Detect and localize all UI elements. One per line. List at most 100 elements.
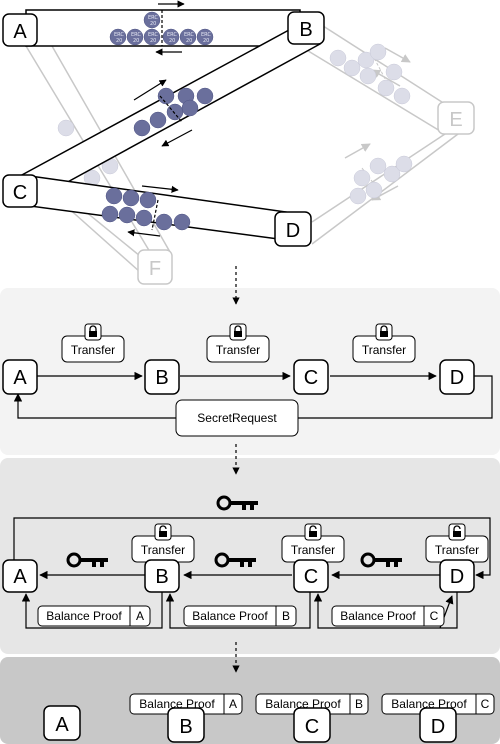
svg-text:ERC: ERC [131, 32, 141, 38]
svg-text:A: A [136, 609, 144, 623]
node-a: A [2, 359, 38, 395]
node-b: B [144, 359, 180, 395]
key-icon [214, 552, 256, 568]
svg-text:20: 20 [150, 21, 156, 27]
node-c: C [2, 174, 38, 208]
node-a: A [2, 559, 38, 593]
phase-4-panel [0, 657, 500, 744]
faded-coins [57, 43, 413, 205]
svg-text:E: E [449, 109, 462, 131]
node-d: D [419, 707, 457, 743]
lock-closed-icon [234, 325, 242, 337]
node-b: B [167, 707, 205, 743]
svg-text:C: C [481, 697, 490, 711]
svg-text:20: 20 [133, 38, 139, 44]
balance-proof-c: Balance Proof C [331, 605, 445, 627]
svg-text:D: D [431, 716, 445, 738]
phase-3-panel [0, 458, 500, 654]
node-d: D [274, 211, 312, 247]
svg-text:C: C [305, 716, 319, 738]
coins-b-c [133, 87, 214, 137]
svg-text:Balance Proof: Balance Proof [340, 609, 416, 623]
node-c: C [293, 707, 331, 743]
svg-text:C: C [13, 182, 27, 204]
svg-text:D: D [286, 220, 300, 242]
svg-text:SecretRequest: SecretRequest [197, 411, 277, 425]
svg-text:Transfer: Transfer [435, 543, 479, 557]
svg-text:ERC: ERC [201, 32, 211, 38]
lock-open-icon [453, 525, 461, 537]
secret-request-message: SecretRequest [175, 399, 299, 437]
svg-text:Transfer: Transfer [291, 543, 335, 557]
node-c: C [293, 559, 329, 593]
svg-text:D: D [450, 367, 464, 389]
svg-text:Balance Proof: Balance Proof [192, 609, 268, 623]
svg-text:ERC: ERC [167, 32, 177, 38]
svg-text:20: 20 [203, 38, 209, 44]
node-d: D [439, 359, 475, 395]
transfer-message-3: Transfer [352, 323, 416, 363]
svg-text:B: B [155, 566, 168, 588]
node-e: E [437, 101, 475, 135]
transfer-message-1: Transfer [61, 323, 125, 363]
svg-text:ERC: ERC [184, 32, 194, 38]
svg-text:B: B [299, 19, 312, 41]
svg-text:ERC: ERC [148, 32, 158, 38]
svg-text:Transfer: Transfer [216, 343, 260, 357]
svg-text:C: C [430, 609, 439, 623]
svg-text:C: C [304, 566, 318, 588]
svg-text:A: A [229, 697, 237, 711]
transfer-message-2: Transfer [281, 523, 345, 563]
transfer-message-2: Transfer [206, 323, 270, 363]
phase-4-final-state: A Balance Proof A B Balance Proof B C Ba… [43, 693, 495, 743]
balance-proof-a: Balance Proof A [37, 605, 151, 627]
phase-3-secret-reveal-flow: Transfer Transfer Transfer [2, 495, 491, 629]
faded-channel-b-e [299, 23, 446, 135]
lock-open-icon [309, 525, 317, 537]
svg-text:B: B [179, 716, 192, 738]
svg-text:20: 20 [186, 38, 192, 44]
phase-2-transfer-flow: Transfer Transfer Transfer SecretRequest [2, 323, 493, 437]
svg-text:ERC: ERC [148, 15, 158, 21]
svg-text:B: B [355, 697, 363, 711]
svg-text:B: B [282, 609, 290, 623]
lock-open-icon [159, 525, 167, 537]
transfer-message-1: Transfer [131, 523, 195, 563]
svg-text:20: 20 [169, 38, 175, 44]
node-a: A [43, 705, 81, 741]
svg-text:ERC: ERC [114, 32, 124, 38]
balance-proof-b: Balance Proof B [183, 605, 297, 627]
key-icon [216, 495, 258, 511]
phase-2-panel [0, 288, 500, 455]
svg-text:D: D [450, 566, 464, 588]
transfer-message-3: Transfer [425, 523, 489, 563]
channel-a-b [25, 9, 301, 47]
key-icon [66, 552, 108, 568]
svg-text:A: A [13, 566, 27, 588]
coins-a-b [109, 11, 214, 46]
svg-text:Transfer: Transfer [71, 343, 115, 357]
node-f: F [137, 249, 173, 285]
balance-proof-c: Balance Proof C [381, 693, 495, 715]
svg-text:Transfer: Transfer [141, 543, 185, 557]
lock-closed-icon [380, 325, 388, 337]
svg-text:20: 20 [150, 38, 156, 44]
svg-text:20: 20 [116, 38, 122, 44]
coins-c-d [101, 187, 191, 231]
svg-text:Transfer: Transfer [362, 343, 406, 357]
svg-text:F: F [149, 258, 161, 280]
svg-text:B: B [155, 367, 168, 389]
svg-text:A: A [55, 714, 69, 736]
svg-text:Balance Proof: Balance Proof [46, 609, 122, 623]
lock-closed-icon [89, 325, 97, 337]
svg-text:C: C [304, 367, 318, 389]
node-b: B [287, 11, 325, 45]
faded-channel-e-d [311, 133, 459, 245]
node-c: C [293, 359, 329, 395]
node-b: B [144, 559, 180, 593]
node-a: A [2, 13, 38, 47]
node-d: D [439, 559, 475, 593]
svg-text:A: A [13, 21, 27, 43]
